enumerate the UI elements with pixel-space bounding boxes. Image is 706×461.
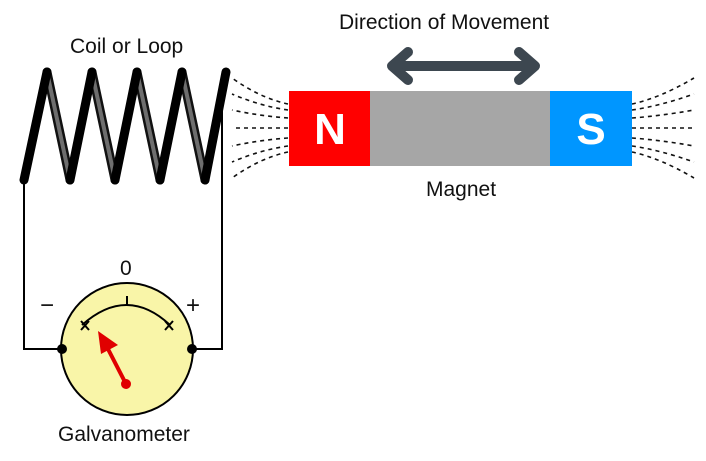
magnet-label: Magnet — [426, 178, 497, 201]
south-pole-label: S — [576, 105, 606, 154]
magnet-body — [370, 91, 550, 166]
coil — [19, 67, 231, 185]
magnetic-field-lines-north — [231, 77, 289, 179]
double-arrow-icon — [387, 47, 540, 85]
magnetic-field-lines-south — [631, 77, 695, 179]
north-pole-label: N — [314, 105, 346, 154]
galvanometer — [57, 282, 197, 416]
galvanometer-label: Galvanometer — [58, 423, 190, 446]
terminal-right — [187, 344, 197, 354]
circuit-wire — [23, 102, 223, 350]
magnet — [289, 91, 632, 166]
direction-label: Direction of Movement — [339, 11, 550, 34]
coil-label: Coil or Loop — [70, 35, 184, 58]
galvanometer-needle-icon — [98, 331, 131, 389]
plus-sign: + — [186, 292, 201, 319]
terminal-left — [57, 344, 67, 354]
minus-sign: − — [40, 292, 55, 319]
zero-label: 0 — [120, 257, 132, 280]
magnet-north-pole — [289, 91, 370, 166]
magnet-south-pole — [550, 91, 632, 166]
